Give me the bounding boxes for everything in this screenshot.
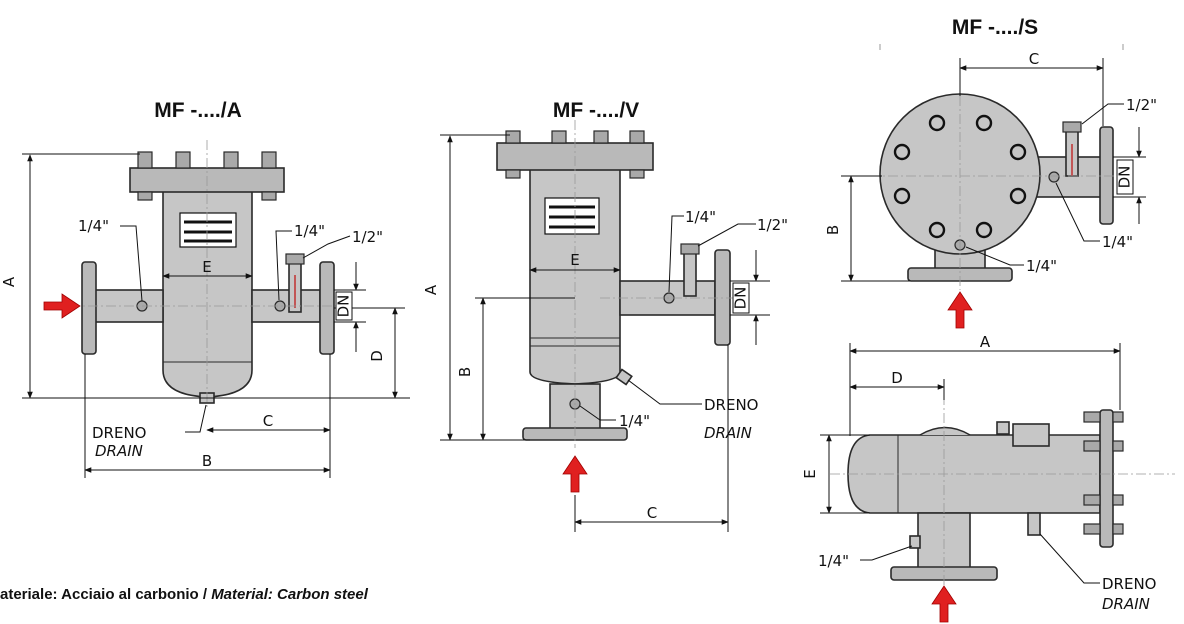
model-a-port-outlet: 1/4": [294, 222, 325, 240]
model-s-side-dim-a: A: [980, 333, 991, 351]
model-s-top-flow-arrow: [947, 291, 973, 329]
model-a-title: MF -..../A: [154, 99, 242, 122]
model-s-side-view: A D E 1/4" DRENO DRAIN: [801, 333, 1175, 623]
model-s-port-outlet: 1/4": [1102, 233, 1133, 251]
material-it: ateriale: Acciaio al carbonio /: [0, 586, 211, 603]
model-v-half-port: [683, 251, 697, 297]
model-v-flow-arrow: [562, 455, 588, 493]
model-v-view: MF -..../V A B: [422, 99, 788, 532]
model-a-dim-b: B: [202, 452, 212, 470]
model-v-title: MF -..../V: [553, 99, 639, 122]
material-en: Material: Carbon steel: [211, 586, 369, 603]
model-v-drain-it: DRENO: [704, 396, 758, 414]
model-s-dim-dn: DN: [1116, 166, 1134, 189]
model-v-dim-dn: DN: [732, 287, 750, 310]
model-v-port-outlet: 1/4": [685, 208, 716, 226]
model-v-dim-b: B: [456, 367, 474, 377]
model-v-dim-e: E: [570, 251, 579, 269]
model-s-dim-b: B: [824, 225, 842, 235]
model-v-port-drain: 1/4": [619, 412, 650, 430]
model-s-side-flange: [1099, 409, 1114, 548]
model-v-port-half: 1/2": [757, 216, 788, 234]
model-v-drain-en: DRAIN: [704, 424, 752, 442]
model-s-side-drain-en: DRAIN: [1102, 595, 1150, 613]
model-s-side-nameplate: [1012, 423, 1050, 447]
model-s-side-dim-d: D: [891, 369, 903, 387]
model-a-drain-it: DRENO: [92, 424, 146, 442]
model-a-flow-arrow: [43, 293, 81, 319]
model-s-side-dim-e: E: [801, 469, 819, 478]
model-a-port-half: 1/2": [352, 228, 383, 246]
model-v-outlet-flange: [714, 249, 731, 346]
model-a-outlet-flange: [319, 261, 335, 355]
model-a-view: MF -..../A A: [0, 99, 410, 478]
model-s-title: MF -..../S: [952, 16, 1038, 39]
model-s-port-half: 1/2": [1126, 96, 1157, 114]
model-s-side-flow-arrow: [931, 585, 957, 623]
model-a-dim-e: E: [202, 258, 211, 276]
material-caption: ateriale: Acciaio al carbonio / Material…: [0, 586, 369, 603]
model-a-inlet-flange: [81, 261, 97, 355]
model-v-dim-c: C: [647, 504, 657, 522]
model-a-port-inlet: 1/4": [78, 217, 109, 235]
model-s-port-inlet: 1/4": [1026, 257, 1057, 275]
model-s-top-view: MF -..../S C B: [824, 16, 1157, 329]
model-s-outlet-flange: [1099, 126, 1114, 225]
model-s-dim-c: C: [1029, 50, 1039, 68]
model-s-side-drain-it: DRENO: [1102, 575, 1156, 593]
model-a-drain-en: DRAIN: [95, 442, 143, 460]
model-v-dim-a: A: [422, 284, 440, 295]
model-s-side-port: 1/4": [818, 552, 849, 570]
model-a-dim-c: C: [263, 412, 273, 430]
model-a-dim-dn: DN: [335, 295, 353, 318]
model-a-dim-d: D: [368, 350, 386, 362]
model-a-dim-a: A: [0, 276, 18, 287]
